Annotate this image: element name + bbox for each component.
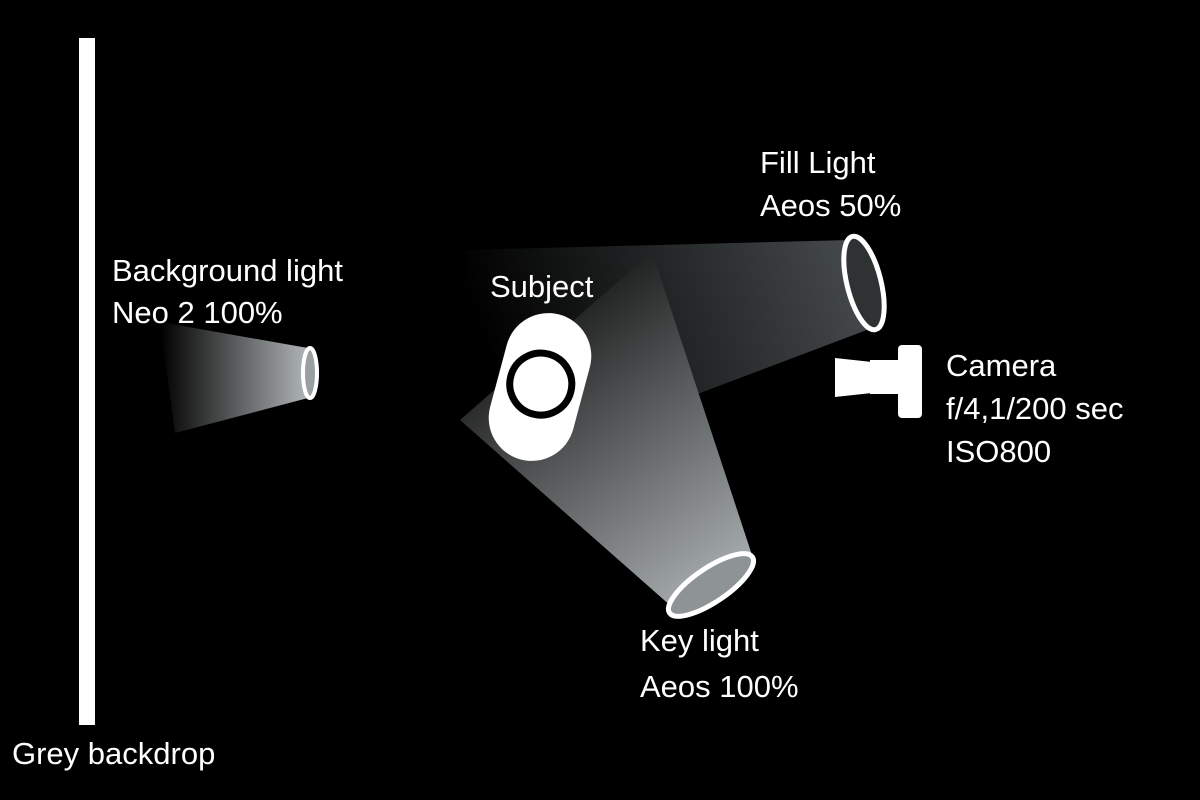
key-light-icon: [665, 551, 757, 619]
key-light-beam: [460, 252, 752, 607]
grey-backdrop: [79, 38, 95, 725]
subject-label: Subject: [490, 269, 594, 304]
background-light-icon: [301, 346, 319, 400]
camera-icon: [835, 345, 922, 418]
fill-light-icon: [841, 233, 887, 333]
camera-iso: ISO800: [946, 434, 1051, 469]
background-light-label: Background light: [112, 253, 343, 288]
fill-light-setting: Aeos 50%: [760, 188, 901, 223]
camera-exposure: f/4,1/200 sec: [946, 391, 1124, 426]
background-light-setting: Neo 2 100%: [112, 295, 283, 330]
camera-label: Camera: [946, 348, 1057, 383]
fill-light-label: Fill Light: [760, 145, 876, 180]
background-light-beam: [160, 322, 308, 433]
backdrop-label: Grey backdrop: [12, 736, 215, 771]
key-light-label: Key light: [640, 623, 759, 658]
subject-icon: [488, 313, 592, 461]
key-light-setting: Aeos 100%: [640, 669, 799, 704]
